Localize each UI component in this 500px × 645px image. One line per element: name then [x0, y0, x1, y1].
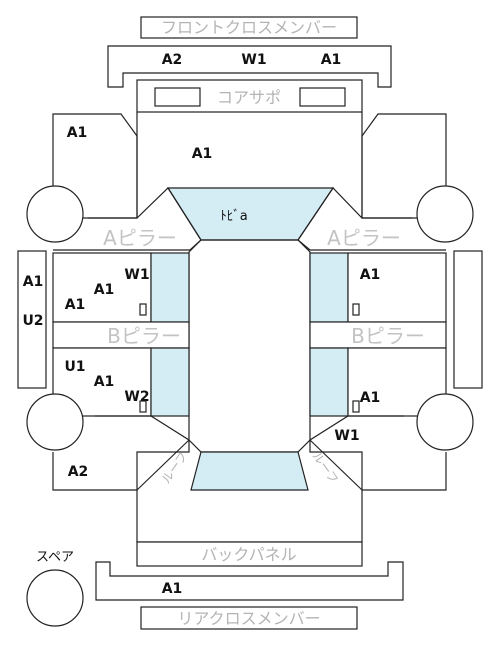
front-left-wheel	[26, 185, 84, 243]
front-right-wheel	[416, 185, 474, 243]
right-front-door-handle	[352, 303, 360, 316]
right-rear-door	[347, 347, 447, 417]
left-rear-door-glass	[150, 347, 190, 417]
roof-outline	[188, 239, 311, 453]
roof-right-label: ルーフ	[309, 449, 341, 486]
rear-cross-member-label: リアクロスメンバー	[177, 609, 320, 628]
c-pillar-lines	[136, 439, 363, 491]
left-rocker-panel	[17, 250, 47, 389]
spare-label: スペア	[36, 550, 74, 565]
a-pillar-left-outline	[53, 187, 202, 251]
left-rear-quarter	[52, 415, 190, 491]
roof-left-label: ルーフ	[159, 449, 191, 486]
right-rear-door-handle	[352, 400, 360, 413]
front-cross-member-label: フロントクロスメンバー	[161, 18, 337, 37]
right-rear-quarter-mark: W1	[334, 428, 359, 444]
left-front-fender-mark: A1	[67, 125, 88, 141]
left-front-door-mark-w1: W1	[124, 267, 149, 283]
back-panel-label: バックパネル	[201, 545, 296, 564]
left-side-mark-u2: U2	[22, 313, 43, 329]
right-front-door-mark: A1	[360, 267, 381, 283]
rear-bumper-reinforcement	[95, 561, 404, 601]
rear-window-glass	[190, 451, 309, 491]
front-member-mark-center: W1	[241, 52, 266, 68]
front-cross-member-panel	[140, 16, 358, 39]
left-front-door-glass	[150, 252, 190, 323]
hood-mark: A1	[192, 146, 213, 162]
headlight-right	[299, 87, 346, 107]
right-rocker-panel	[453, 250, 483, 389]
spare-tire	[26, 569, 84, 627]
rear-left-wheel	[26, 393, 84, 451]
b-pillar-left-label: Bピラー	[107, 324, 181, 348]
b-pillar-right-label: Bピラー	[351, 324, 425, 348]
right-front-door-glass	[309, 252, 349, 323]
headlight-left	[154, 87, 201, 107]
a-pillar-right-outline	[297, 187, 446, 251]
core-support-label: コアサポ	[217, 88, 281, 107]
b-pillar-left-panel	[52, 321, 190, 349]
left-rear-quarter-mark: A2	[68, 464, 89, 480]
left-front-door-handle	[139, 303, 147, 316]
right-rear-quarter	[309, 415, 447, 491]
left-rear-door-mark-u1: U1	[64, 359, 85, 375]
right-rear-door-mark: A1	[360, 390, 381, 406]
rear-cross-member-panel	[140, 606, 358, 630]
trunk-lid	[136, 490, 363, 543]
right-rear-door-glass	[309, 347, 349, 417]
left-rear-door-mark-a1: A1	[94, 374, 115, 390]
left-front-door-mark-a1: A1	[94, 282, 115, 298]
front-member-mark-right: A1	[321, 52, 342, 68]
left-rear-door-mark-w2: W2	[124, 389, 149, 405]
b-pillar-right-panel	[309, 321, 447, 349]
left-rear-door-handle	[139, 400, 147, 413]
left-side-mark-a1: A1	[23, 274, 44, 290]
a-pillar-left-label: Aピラー	[103, 226, 177, 250]
rear-member-mark: A1	[162, 581, 183, 597]
right-front-door	[347, 252, 447, 323]
windshield-glass	[166, 187, 335, 241]
front-bumper-reinforcement	[107, 45, 392, 88]
back-panel	[136, 541, 363, 567]
a-pillar-right-label: Aピラー	[327, 226, 401, 250]
rear-right-wheel	[416, 393, 474, 451]
left-front-door-mark-a1b: A1	[65, 297, 86, 313]
front-member-mark-left: A2	[162, 52, 183, 68]
windshield-label: ﾄﾋﾞa	[220, 209, 247, 224]
